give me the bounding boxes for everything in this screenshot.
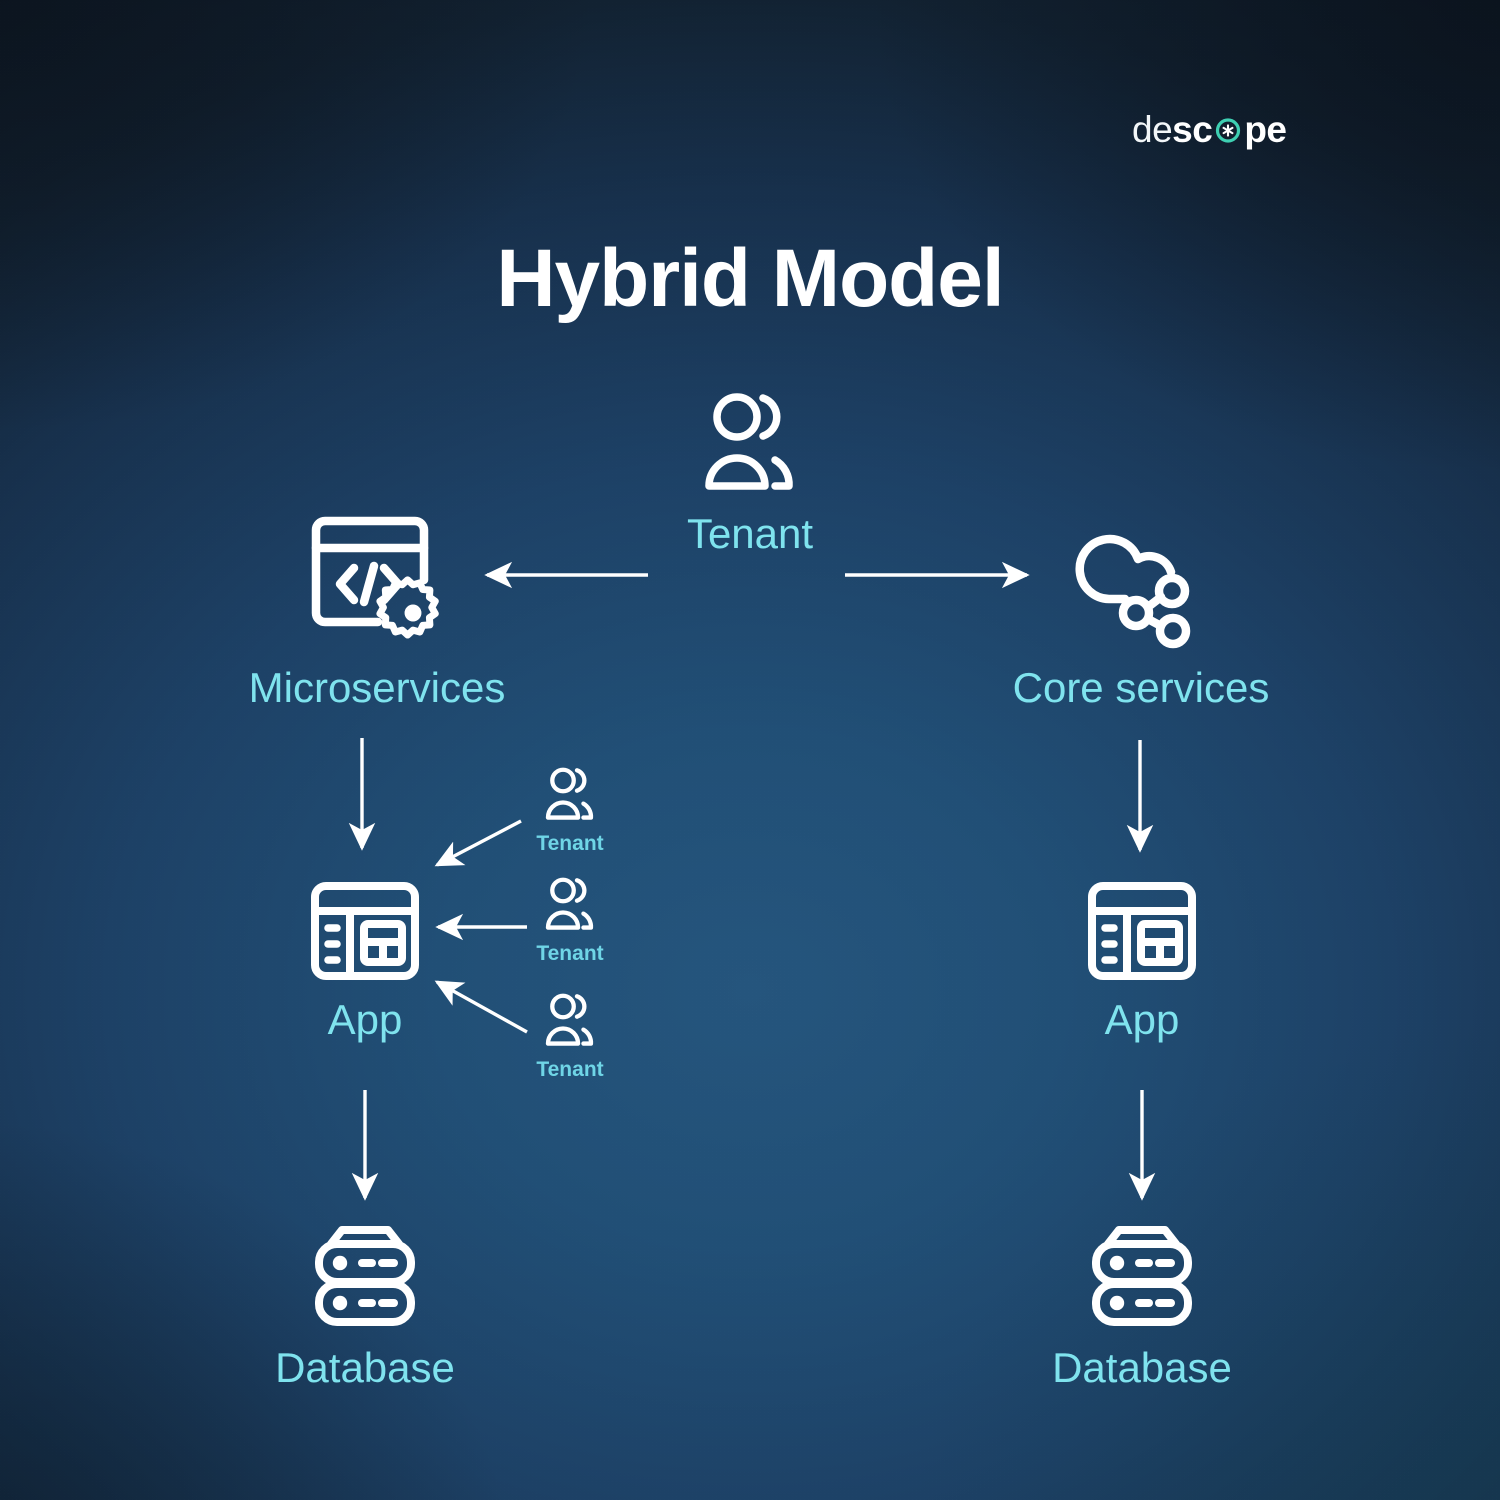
- tenant-top-label: Tenant: [686, 510, 814, 557]
- tenant-1-label: Tenant: [536, 832, 604, 855]
- server-database-icon: [250, 1222, 480, 1337]
- node-app-right: App: [1027, 878, 1257, 1041]
- node-database-left: Database: [250, 1222, 480, 1389]
- node-database-right: Database: [1027, 1222, 1257, 1389]
- descope-logo: de sc pe: [1132, 106, 1287, 154]
- tenant-2-label: Tenant: [536, 942, 604, 965]
- users-icon: [540, 877, 600, 938]
- logo-asterisk-ring-icon: [1213, 115, 1243, 145]
- database-right-label: Database: [1052, 1344, 1232, 1391]
- logo-text-pe: pe: [1244, 109, 1287, 150]
- app-window-icon: [1027, 878, 1257, 989]
- core-services-label: Core services: [1012, 664, 1270, 711]
- tenant-3-label: Tenant: [536, 1058, 604, 1081]
- logo-text-sc: sc: [1172, 109, 1213, 150]
- cloud-network-icon: [1000, 512, 1282, 657]
- node-app-left: App: [250, 878, 480, 1041]
- code-window-gear-icon: [232, 512, 522, 657]
- node-tenant-1: Tenant: [515, 766, 625, 854]
- logo-text-de: de: [1132, 109, 1173, 150]
- page-title: Hybrid Model: [496, 233, 1004, 324]
- app-left-label: App: [327, 996, 403, 1043]
- database-left-label: Database: [275, 1344, 455, 1391]
- users-icon: [540, 767, 600, 828]
- node-tenant-3: Tenant: [515, 992, 625, 1080]
- node-tenant-top: Tenant: [635, 390, 865, 555]
- node-core-services: Core services: [1000, 512, 1282, 709]
- app-window-icon: [250, 878, 480, 989]
- arrow-tenant1-to-app: [434, 819, 522, 867]
- server-database-icon: [1027, 1222, 1257, 1337]
- node-tenant-2: Tenant: [515, 876, 625, 964]
- users-icon: [540, 993, 600, 1054]
- node-microservices: Microservices: [232, 512, 522, 709]
- app-right-label: App: [1104, 996, 1180, 1043]
- microservices-label: Microservices: [248, 664, 506, 711]
- users-icon: [635, 390, 865, 503]
